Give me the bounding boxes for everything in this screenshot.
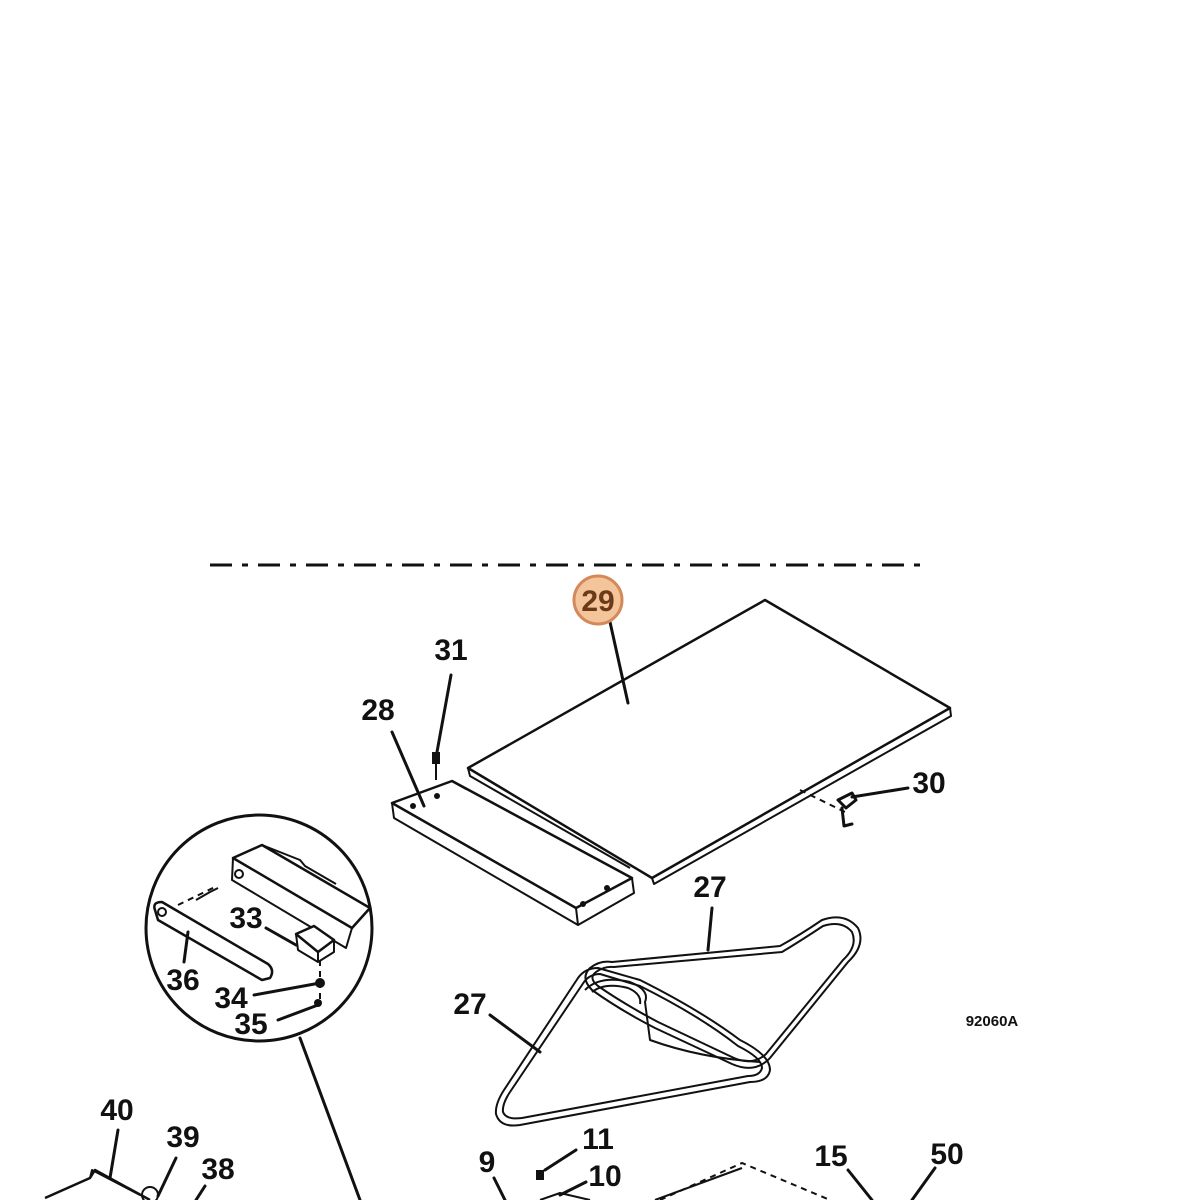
callout-29: 29 (581, 585, 614, 618)
detail-circle (144, 813, 374, 1200)
bracket-hole (580, 901, 586, 907)
callout-28: 28 (361, 694, 394, 727)
callout-27-top: 27 (693, 871, 726, 904)
detail-rail (231, 843, 372, 949)
callout-36: 36 (166, 964, 199, 997)
callout-9: 9 (479, 1146, 496, 1179)
callout-29-highlight (572, 574, 624, 626)
callout-30: 30 (912, 767, 945, 800)
callout-35: 35 (234, 1008, 267, 1041)
callout-50: 50 (930, 1138, 963, 1171)
bottom-parts-fragment (44, 1161, 831, 1200)
bracket-hole (604, 885, 610, 891)
callout-15: 15 (814, 1140, 847, 1173)
callout-27-left: 27 (453, 988, 486, 1021)
part-31-screw (432, 752, 440, 780)
bracket-hole (434, 793, 440, 799)
bracket-hole (410, 803, 416, 809)
detail-leader-line (298, 1036, 362, 1200)
part-27-belts (494, 916, 862, 1127)
part-28-bracket (390, 779, 635, 926)
callout-11: 11 (582, 1123, 614, 1156)
callout-31: 31 (434, 634, 467, 667)
detail-part-33-block (294, 924, 336, 963)
figure-code: 92060A (966, 1013, 1019, 1030)
callout-10: 10 (588, 1160, 621, 1193)
leader-lines (108, 620, 937, 1200)
callout-40: 40 (100, 1094, 133, 1127)
detail-part-36-bar (153, 886, 274, 982)
callout-39: 39 (166, 1121, 199, 1154)
part-30-clip (836, 791, 858, 828)
part-29-panel (466, 598, 952, 885)
callout-labels: 29 31 28 30 27 27 33 36 34 35 40 39 38 1… (100, 585, 1018, 1193)
callout-38: 38 (201, 1153, 234, 1186)
callout-34: 34 (214, 982, 248, 1015)
callout-33: 33 (229, 902, 262, 935)
